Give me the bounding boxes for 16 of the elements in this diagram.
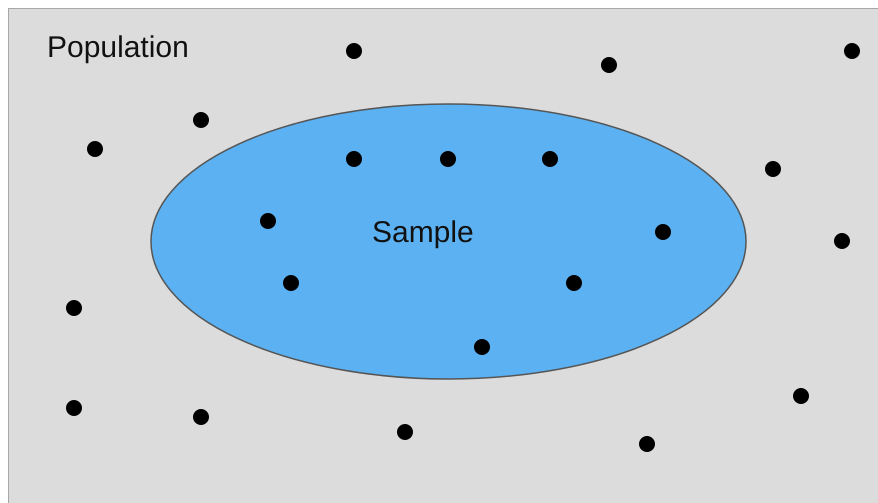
dot	[765, 161, 781, 177]
dot	[193, 409, 209, 425]
dot	[193, 112, 209, 128]
dot	[601, 57, 617, 73]
sample-label: Sample	[372, 216, 474, 250]
population-box	[8, 8, 878, 503]
dot	[834, 233, 850, 249]
dot	[397, 424, 413, 440]
dot	[639, 436, 655, 452]
population-label: Population	[47, 31, 189, 65]
dot	[66, 300, 82, 316]
dot	[87, 141, 103, 157]
dot	[66, 400, 82, 416]
dot	[793, 388, 809, 404]
dot	[346, 43, 362, 59]
dot	[844, 43, 860, 59]
